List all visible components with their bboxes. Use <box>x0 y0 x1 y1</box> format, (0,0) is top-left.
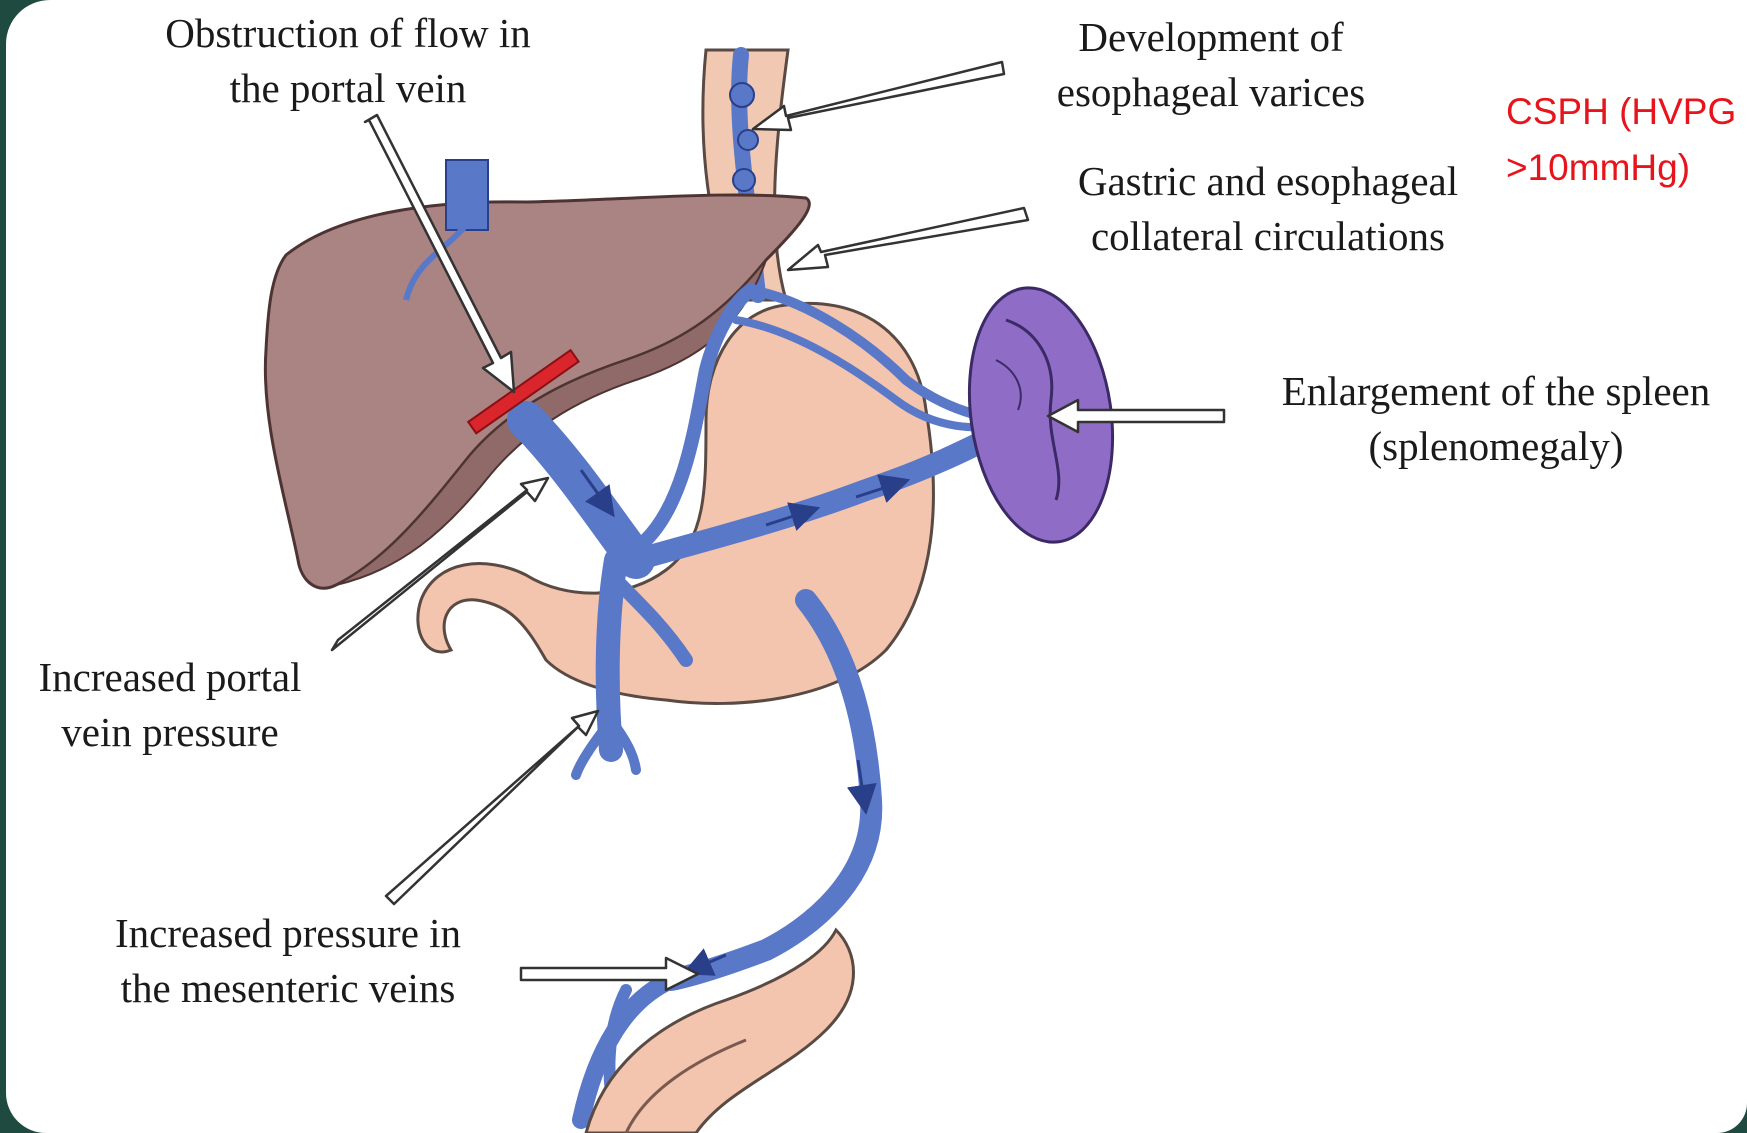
label-mesenteric-line1: Increased pressure in <box>78 906 498 961</box>
label-obstruction: Obstruction of flow in the portal vein <box>128 6 568 116</box>
label-varices-line2: esophageal varices <box>1016 65 1406 120</box>
label-collaterals-line2: collateral circulations <box>1038 209 1498 264</box>
csph-note-line1: CSPH (HVPG <box>1506 84 1736 140</box>
arrow-spleen <box>1048 400 1224 432</box>
label-spleen-line2: (splenomegaly) <box>1246 419 1746 474</box>
arrow-collaterals <box>788 208 1028 270</box>
arrow-mesenteric-upper <box>386 711 598 904</box>
label-mesenteric: Increased pressure in the mesenteric vei… <box>78 906 498 1016</box>
label-portal-pressure-line2: vein pressure <box>10 705 330 760</box>
label-mesenteric-line2: the mesenteric veins <box>78 961 498 1016</box>
label-collaterals-line1: Gastric and esophageal <box>1038 154 1498 209</box>
arrow-mesenteric-lower <box>521 958 698 990</box>
figure-panel: Obstruction of flow in the portal vein D… <box>6 0 1747 1133</box>
arrow-varices <box>753 62 1004 130</box>
label-varices: Development of esophageal varices <box>1016 10 1406 120</box>
label-spleen-line1: Enlargement of the spleen <box>1246 364 1746 419</box>
label-obstruction-line2: the portal vein <box>128 61 568 116</box>
label-portal-pressure: Increased portal vein pressure <box>10 650 330 760</box>
label-obstruction-line1: Obstruction of flow in <box>128 6 568 61</box>
label-varices-line1: Development of <box>1016 10 1406 65</box>
csph-note-line2: >10mmHg) <box>1506 140 1736 196</box>
csph-note: CSPH (HVPG >10mmHg) <box>1506 84 1736 196</box>
label-collaterals: Gastric and esophageal collateral circul… <box>1038 154 1498 264</box>
label-spleen: Enlargement of the spleen (splenomegaly) <box>1246 364 1746 474</box>
label-portal-pressure-line1: Increased portal <box>10 650 330 705</box>
